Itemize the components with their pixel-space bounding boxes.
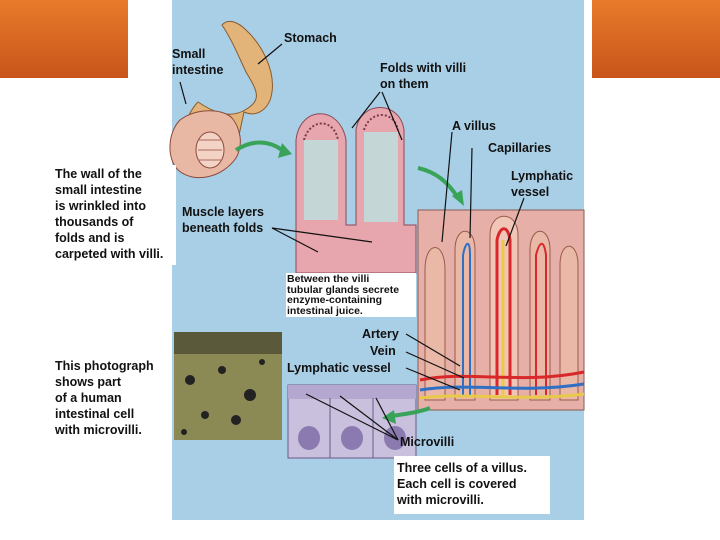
villus-enlargement-illustration <box>417 209 585 411</box>
glands-text-box <box>286 273 416 317</box>
wall-description: The wall of the small intestine is wrink… <box>55 167 164 261</box>
header-accent-left <box>0 0 128 78</box>
muscle-layers-label: Muscle layers beneath folds <box>182 205 264 235</box>
artery-label: Artery <box>362 327 399 341</box>
vein-label: Vein <box>370 344 396 358</box>
intestinal-folds-illustration <box>295 107 417 274</box>
micrograph-photo <box>174 332 282 440</box>
photo-caption: This photograph shows part of a human in… <box>55 359 154 437</box>
capillaries-label: Capillaries <box>488 141 552 155</box>
folds-villi-label: Folds with villi on them <box>380 61 467 91</box>
magnification-arrows <box>234 140 464 424</box>
small-intestine-illustration <box>169 110 241 179</box>
glands-description: Between the villi tubular glands secrete… <box>287 273 400 317</box>
microvilli-label: Microvilli <box>400 435 455 449</box>
stomach-label: Stomach <box>284 31 337 45</box>
header-accent-right <box>592 0 720 78</box>
photo-text-box <box>54 356 172 442</box>
lymphatic-vessel-top-label: Lymphatic vessel <box>511 169 574 199</box>
lymphatic-vessel-mid-label: Lymphatic vessel <box>287 361 391 375</box>
three-cells-illustration <box>287 384 417 459</box>
three-cells-caption: Three cells of a villus. Each cell is co… <box>397 461 527 507</box>
villus-label: A villus <box>452 119 496 133</box>
leader-lines <box>179 43 525 441</box>
small-intestine-label: Small intestine <box>172 47 224 77</box>
wall-text-box <box>54 165 176 265</box>
three-cells-text-box <box>394 456 550 514</box>
